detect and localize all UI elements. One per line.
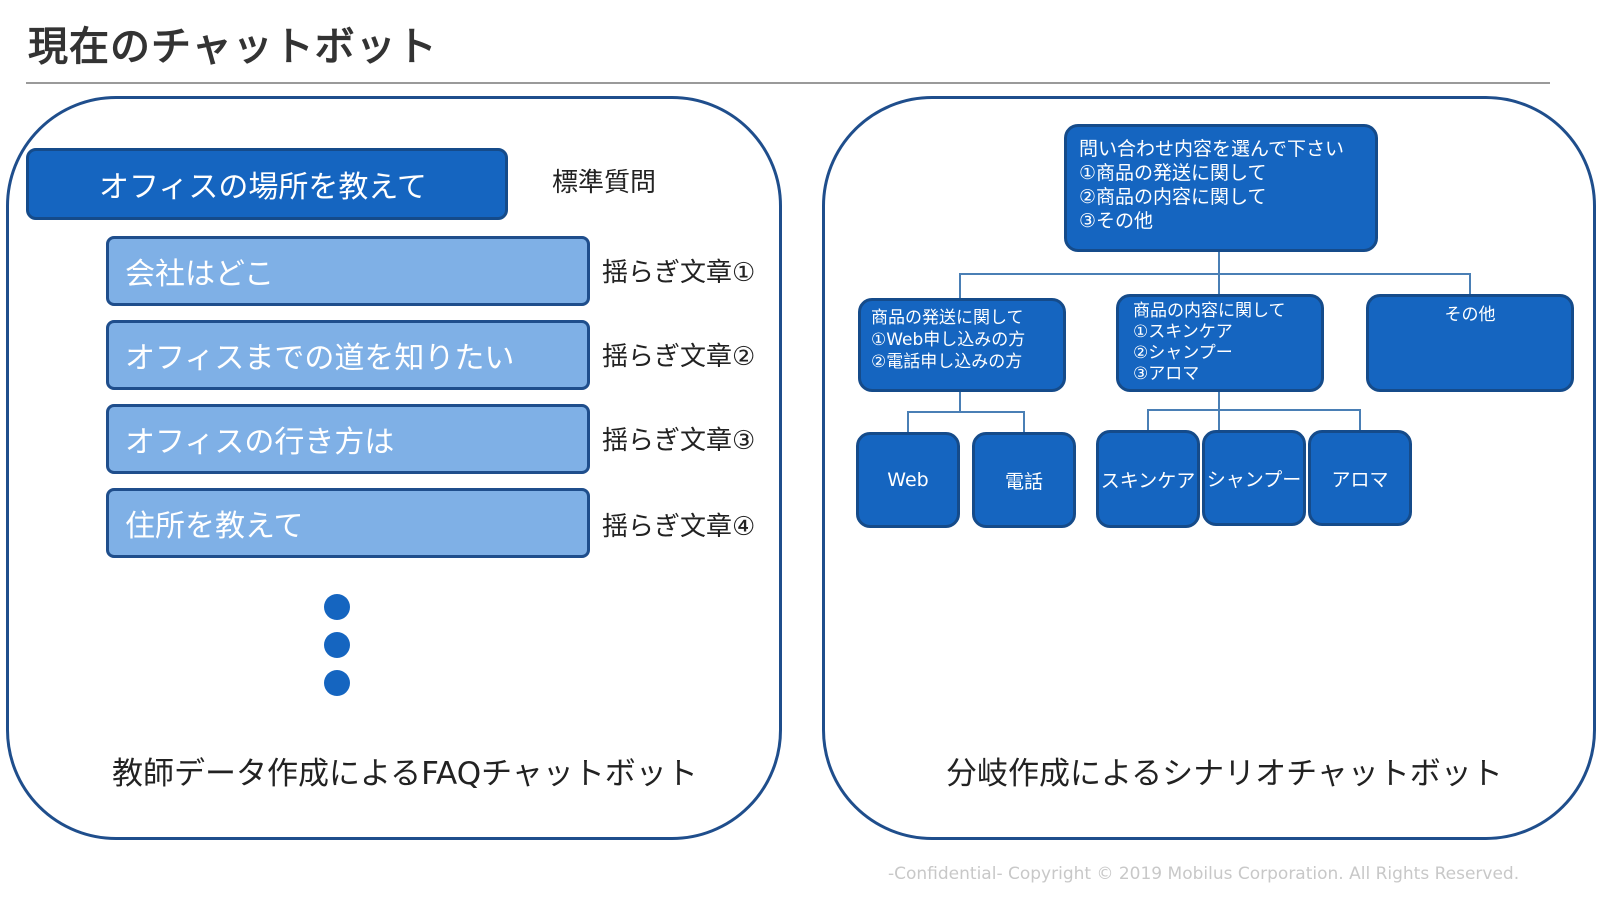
leaf-aroma-node: アロマ — [1308, 430, 1412, 526]
leaf-aroma-text: アロマ — [1331, 468, 1389, 491]
variation-text: オフィスの行き方は — [125, 425, 395, 460]
root-question-text: 問い合わせ内容を選んで下さい ①商品の発送に関して ②商品の内容に関して ③その… — [1079, 138, 1345, 232]
variation-label-2: 揺らぎ文章② — [602, 342, 756, 372]
connector-branch1-phone — [960, 411, 1025, 432]
leaf-phone-node: 電話 — [972, 432, 1076, 528]
connector-branch2-skincare — [1147, 392, 1220, 430]
leaf-web-text: Web — [887, 469, 929, 491]
ellipsis-dot-2 — [324, 632, 350, 658]
variation-box-3: オフィスの行き方は — [106, 404, 590, 474]
leaf-shampoo-node: シャンプー — [1202, 430, 1306, 526]
branch-content-text: 商品の内容に関して ①スキンケア ②シャンプー ③アロマ — [1133, 301, 1286, 384]
leaf-shampoo-text: シャンプー — [1206, 468, 1302, 491]
standard-question-label: 標準質問 — [552, 168, 657, 198]
leaf-phone-text: 電話 — [1004, 470, 1043, 493]
variation-box-1: 会社はどこ — [106, 236, 590, 306]
variation-text: オフィスまでの道を知りたい — [125, 341, 515, 376]
variation-label-4: 揺らぎ文章④ — [602, 512, 756, 542]
faq-caption: 教師データ作成によるFAQチャットボット — [112, 756, 698, 792]
leaf-web-node: Web — [856, 432, 960, 528]
ellipsis-dot-1 — [324, 594, 350, 620]
leaf-skincare-text: スキンケア — [1100, 469, 1196, 492]
variation-label-3: 揺らぎ文章③ — [602, 426, 756, 456]
connector-branch1-web — [907, 392, 961, 432]
scenario-caption: 分岐作成によるシナリオチャットボット — [946, 756, 1503, 792]
title-divider — [26, 82, 1550, 84]
branch-shipping-text: 商品の発送に関して ①Web申し込みの方 ②電話申し込みの方 — [871, 308, 1026, 372]
page-title: 現在のチャットボット — [28, 24, 438, 70]
leaf-skincare-node: スキンケア — [1096, 430, 1200, 528]
variation-box-2: オフィスまでの道を知りたい — [106, 320, 590, 390]
connector-root-branch1 — [959, 252, 1220, 298]
branch-other-node: その他 — [1366, 294, 1574, 392]
branch-shipping-node: 商品の発送に関して ①Web申し込みの方 ②電話申し込みの方 — [858, 298, 1066, 392]
standard-question-box: オフィスの場所を教えて — [26, 148, 508, 220]
ellipsis-dot-3 — [324, 670, 350, 696]
connector-root-branch3 — [1219, 273, 1471, 298]
standard-question-text: オフィスの場所を教えて — [99, 170, 427, 205]
copyright-footer: -Confidential- Copyright © 2019 Mobilus … — [888, 864, 1520, 884]
connector-branch2-aroma — [1219, 409, 1361, 430]
variation-text: 会社はどこ — [125, 257, 275, 292]
root-question-node: 問い合わせ内容を選んで下さい ①商品の発送に関して ②商品の内容に関して ③その… — [1064, 124, 1378, 252]
variation-text: 住所を教えて — [125, 509, 304, 544]
branch-content-node: 商品の内容に関して ①スキンケア ②シャンプー ③アロマ — [1116, 294, 1324, 392]
branch-other-text: その他 — [1444, 305, 1496, 325]
variation-label-1: 揺らぎ文章① — [602, 258, 756, 288]
variation-box-4: 住所を教えて — [106, 488, 590, 558]
